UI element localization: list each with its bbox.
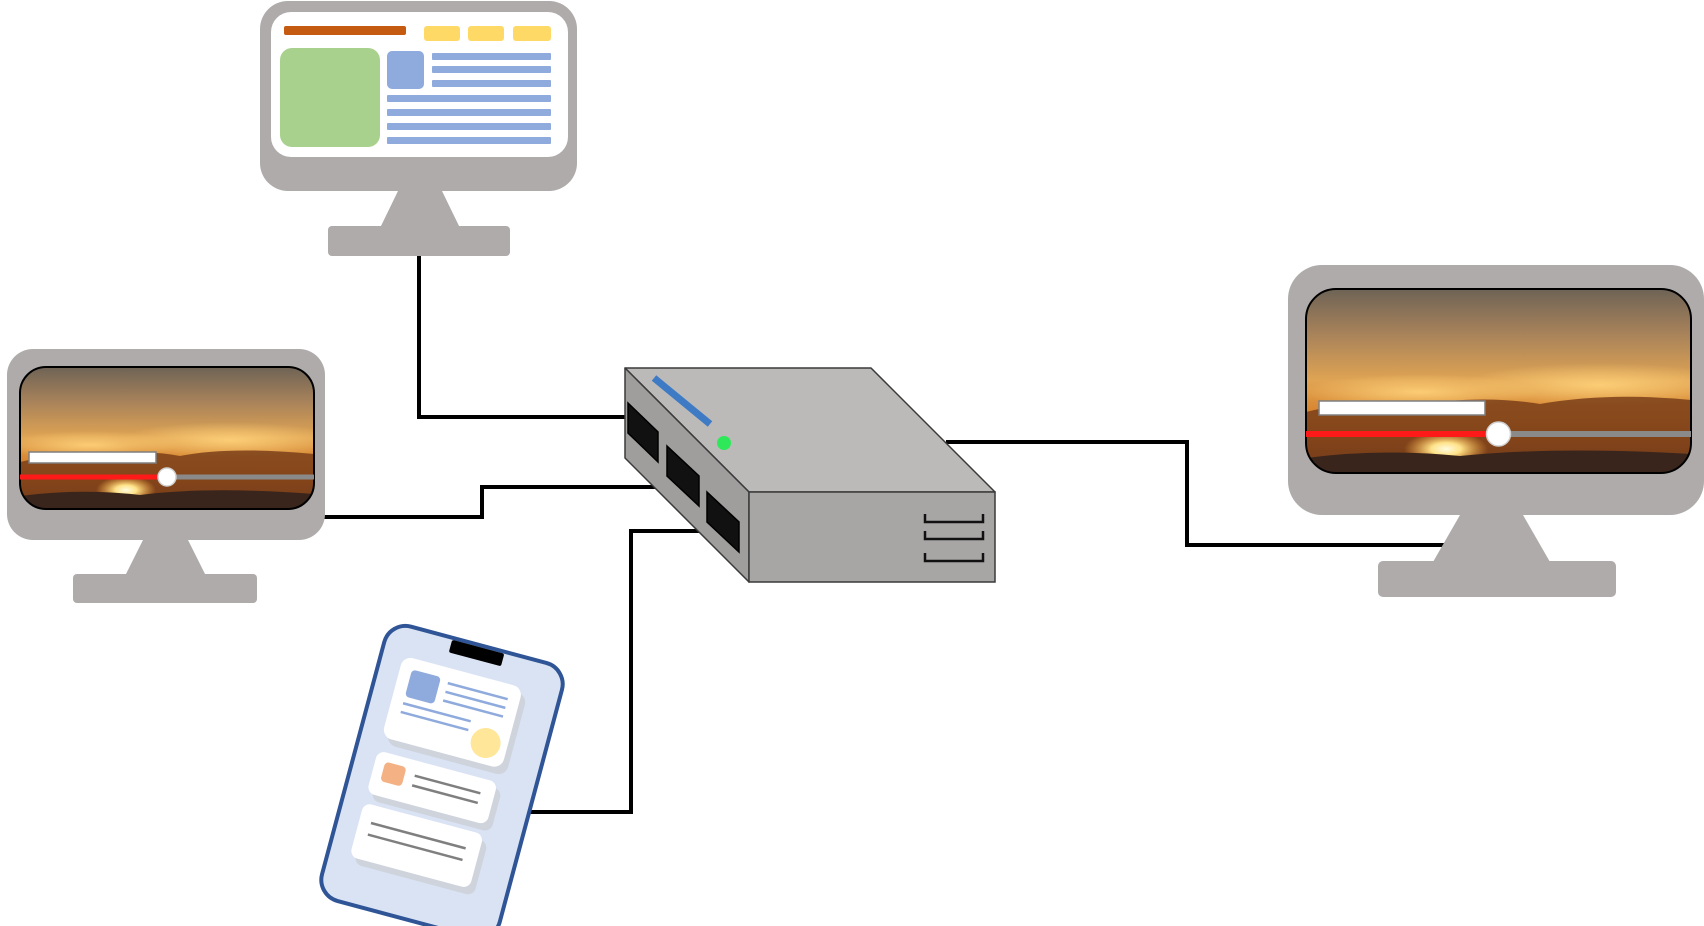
video-title-bar bbox=[1318, 400, 1486, 416]
desktop-top bbox=[260, 1, 577, 256]
webpage-nav-button bbox=[468, 26, 504, 41]
cable-top-desktop bbox=[417, 256, 628, 419]
monitor-neck bbox=[125, 540, 206, 576]
ethernet-port bbox=[666, 444, 700, 508]
webpage-nav-button bbox=[424, 26, 460, 41]
webpage-text-lines bbox=[387, 53, 551, 144]
cables bbox=[324, 256, 1452, 814]
webpage-nav-button bbox=[513, 26, 551, 41]
desktop-right bbox=[1288, 265, 1704, 597]
video-frame-sunset bbox=[1306, 289, 1691, 473]
phone-app-card-tertiary bbox=[351, 804, 487, 895]
phone-notch bbox=[449, 640, 504, 666]
video-frame-sunset bbox=[20, 367, 314, 509]
monitor-base bbox=[73, 574, 257, 603]
switch-ports bbox=[627, 401, 740, 554]
webpage-hero-image bbox=[280, 48, 380, 147]
phone-app-card-main bbox=[383, 657, 526, 775]
status-led bbox=[717, 436, 731, 450]
switch-vent-slots bbox=[923, 514, 985, 563]
switch-front-face bbox=[748, 491, 996, 583]
monitor-base bbox=[1378, 561, 1616, 597]
monitor-base bbox=[328, 226, 510, 256]
phone-app-card-secondary bbox=[368, 752, 501, 831]
ethernet-port bbox=[627, 401, 659, 464]
network-switch bbox=[624, 367, 996, 583]
cable-smartphone bbox=[509, 529, 709, 814]
ethernet-port bbox=[706, 490, 740, 554]
webpage-header-bar bbox=[284, 26, 406, 35]
video-progress-bar[interactable] bbox=[1306, 421, 1691, 447]
cable-right-desktop bbox=[946, 440, 1452, 547]
video-title-bar bbox=[28, 451, 157, 464]
progress-scrubber-handle[interactable] bbox=[157, 467, 177, 487]
video-progress-bar[interactable] bbox=[20, 467, 314, 487]
monitor-screen-outline bbox=[1305, 288, 1692, 474]
monitor-neck bbox=[380, 191, 460, 228]
desktop-left bbox=[7, 349, 325, 603]
cable-left-desktop bbox=[324, 485, 668, 519]
webpage-thumbnail bbox=[387, 51, 424, 89]
monitor-screen-outline bbox=[19, 366, 315, 510]
smartphone bbox=[319, 623, 565, 926]
switch-accent-stripe bbox=[651, 375, 713, 427]
monitor-neck bbox=[1433, 515, 1550, 562]
progress-scrubber-handle[interactable] bbox=[1485, 421, 1512, 447]
